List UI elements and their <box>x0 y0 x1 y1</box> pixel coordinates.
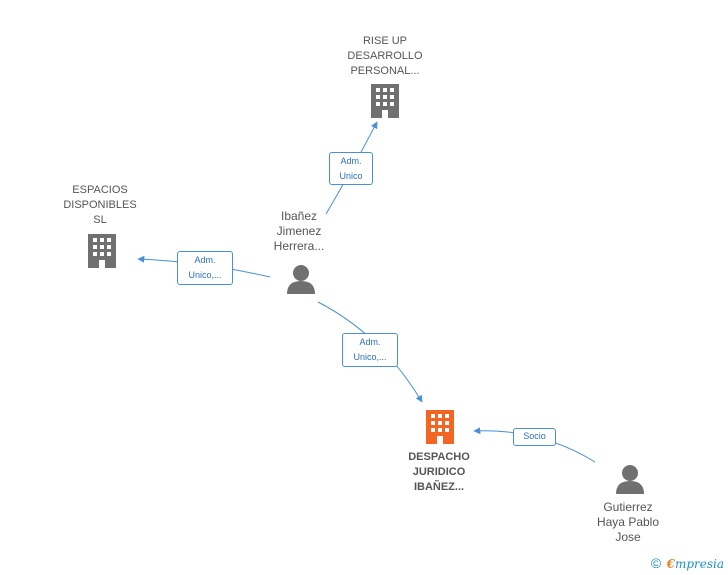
building-icon-espacios[interactable] <box>88 234 116 268</box>
person-icon-ibanez[interactable] <box>287 265 315 294</box>
person-icon-gutierrez[interactable] <box>616 465 644 494</box>
brand-initial: € <box>666 557 675 571</box>
building-icon-rise-up[interactable] <box>371 84 399 118</box>
edge-label-line: Unico,... <box>353 352 387 362</box>
label-line: DISPONIBLES <box>63 199 137 211</box>
label-line: DESARROLLO <box>347 50 423 62</box>
label-line: JURIDICO <box>412 466 466 478</box>
edge-label-ibanez-rise-up[interactable]: Adm. Unico <box>329 152 373 185</box>
label-line: Jose <box>615 530 641 544</box>
label-line: SL <box>93 214 107 226</box>
brand-logo: €mpresia <box>667 557 724 571</box>
edge-label-ibanez-espacios[interactable]: Adm. Unico,... <box>177 251 233 285</box>
label-line: Jimenez <box>276 224 322 238</box>
edge-label-line: Adm. <box>340 156 362 166</box>
label-line: Ibañez <box>280 209 318 223</box>
edge-label-line: Unico <box>339 171 363 181</box>
label-line: Herrera... <box>273 239 325 253</box>
edge-label-ibanez-despacho[interactable]: Adm. Unico,... <box>342 333 398 367</box>
brand-name: mpresia <box>674 557 724 571</box>
building-icon-despacho[interactable] <box>426 410 454 444</box>
company-label-despacho[interactable]: DESPACHO JURIDICO IBAÑEZ... <box>389 450 489 495</box>
edge-label-line: Adm. <box>194 255 216 265</box>
label-line: DESPACHO <box>408 451 470 463</box>
edge-label-gutierrez-despacho[interactable]: Socio <box>513 428 556 446</box>
label-line: ESPACIOS <box>72 184 128 196</box>
brand-watermark[interactable]: © €mpresia <box>651 555 724 571</box>
person-label-gutierrez[interactable]: Gutierrez Haya Pablo Jose <box>578 500 678 545</box>
label-line: Haya Pablo <box>596 515 660 529</box>
edge-label-line: Socio <box>523 431 546 441</box>
label-line: RISE UP <box>362 35 407 47</box>
edge-label-line: Unico,... <box>188 270 222 280</box>
edge-label-line: Adm. <box>359 337 381 347</box>
company-label-espacios[interactable]: ESPACIOS DISPONIBLES SL <box>50 183 150 228</box>
label-line: PERSONAL... <box>350 65 420 77</box>
copyright-icon: © <box>650 555 662 571</box>
label-line: IBAÑEZ... <box>413 481 465 493</box>
label-line: Gutierrez <box>603 500 653 514</box>
person-label-ibanez[interactable]: Ibañez Jimenez Herrera... <box>249 209 349 254</box>
company-label-rise-up[interactable]: RISE UP DESARROLLO PERSONAL... <box>330 34 440 79</box>
